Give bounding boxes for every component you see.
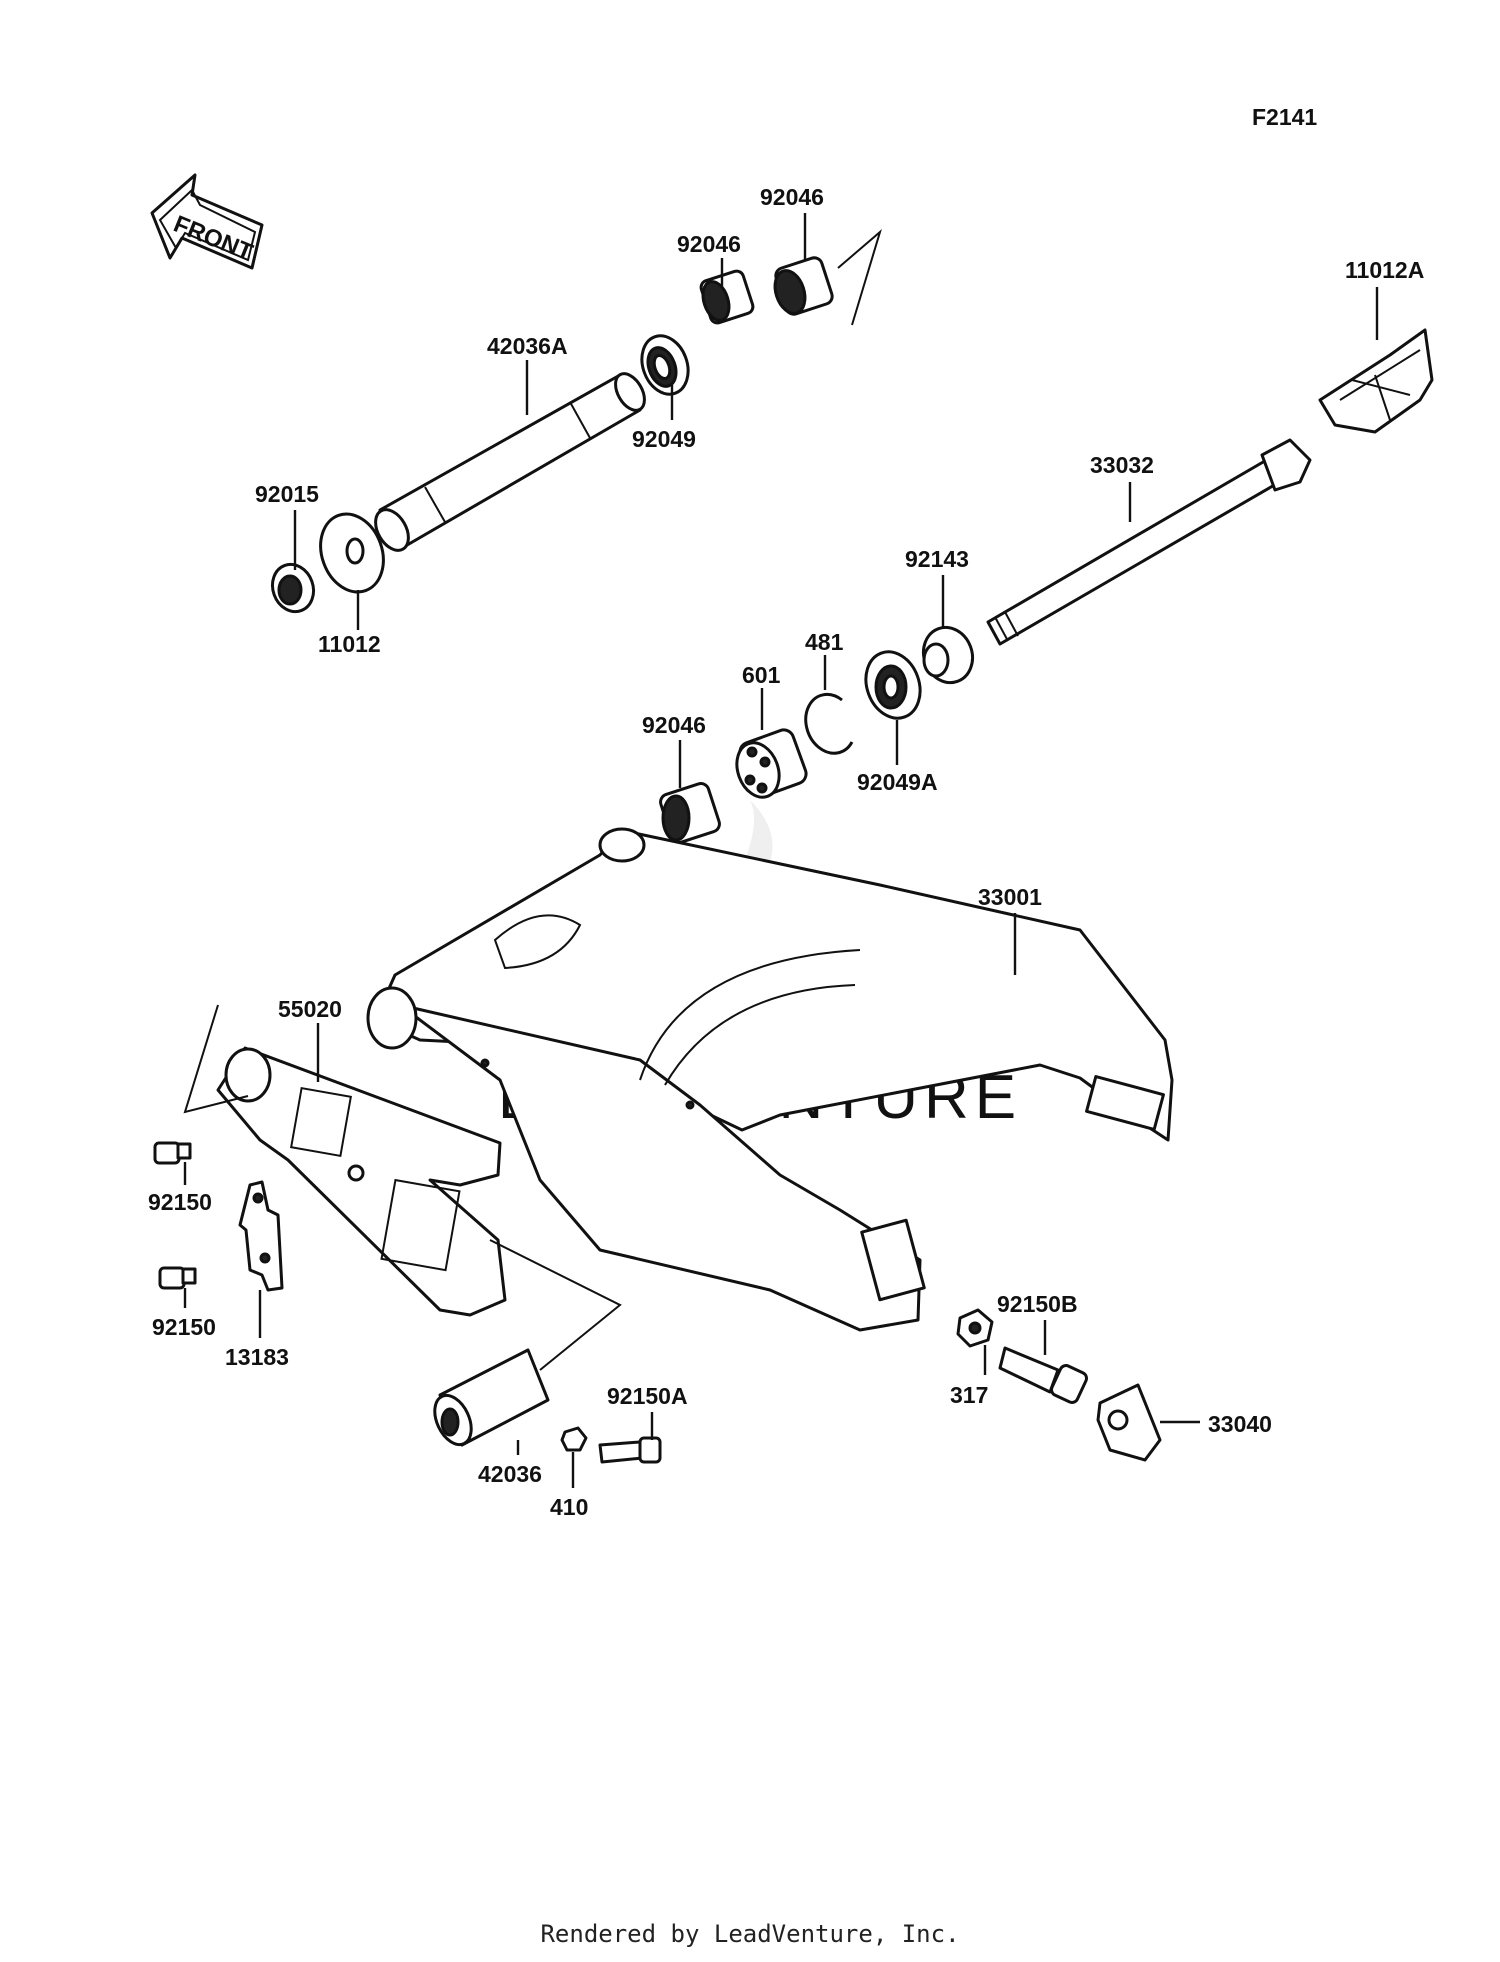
- part-92143-collar: [921, 625, 975, 685]
- part-601-bearing: [735, 728, 808, 799]
- label-92046-top: 92046: [760, 184, 824, 210]
- label-92150-b: 92150: [152, 1314, 216, 1340]
- label-92049: 92049: [632, 426, 696, 452]
- part-92049-seal: [640, 334, 690, 396]
- label-92143: 92143: [905, 546, 969, 572]
- figure-code: F2141: [1252, 104, 1317, 130]
- part-42036A-sleeve: [374, 372, 646, 552]
- part-410-nut: [560, 1426, 588, 1452]
- label-92046-mid: 92046: [677, 231, 741, 257]
- label-42036A: 42036A: [487, 333, 568, 359]
- label-33040: 33040: [1208, 1411, 1272, 1437]
- part-92046-mid: [699, 269, 755, 325]
- label-11012A: 11012A: [1345, 257, 1424, 283]
- part-33032-axle: [986, 438, 1312, 646]
- label-55020: 55020: [278, 996, 342, 1022]
- part-11012-washer: [319, 512, 385, 594]
- label-33001: 33001: [978, 884, 1042, 910]
- label-410: 410: [550, 1494, 588, 1520]
- label-92150B: 92150B: [997, 1291, 1078, 1317]
- label-481: 481: [805, 629, 844, 655]
- label-13183: 13183: [225, 1344, 289, 1370]
- part-55020-chain-guard: [183, 1004, 507, 1317]
- part-92150-bolt-b: [158, 1266, 197, 1290]
- part-33040-block: [1096, 1383, 1162, 1462]
- part-33001-swingarm: [366, 827, 1174, 1332]
- leader-lines: [183, 213, 1379, 1488]
- label-92046-low: 92046: [642, 712, 706, 738]
- label-92150-a: 92150: [148, 1189, 212, 1215]
- label-317: 317: [950, 1382, 988, 1408]
- part-92046-top: [773, 229, 882, 326]
- part-481-circlip: [804, 692, 854, 755]
- label-92150A: 92150A: [607, 1383, 688, 1409]
- part-317-nut: [956, 1308, 994, 1348]
- label-11012: 11012: [318, 631, 381, 657]
- label-601: 601: [742, 662, 781, 688]
- part-92049A-seal: [864, 650, 922, 720]
- label-92015: 92015: [255, 481, 319, 507]
- footer-credit: Rendered by LeadVenture, Inc.: [540, 1920, 960, 1948]
- part-92150-bolt-a: [153, 1141, 192, 1165]
- part-11012A-cap: [1318, 328, 1434, 434]
- part-92150B-bolt: [998, 1346, 1088, 1404]
- label-92049A: 92049A: [857, 769, 938, 795]
- label-33032: 33032: [1090, 452, 1154, 478]
- part-92015-nut: [270, 562, 316, 614]
- part-92150A-bolt: [598, 1436, 662, 1464]
- part-13183-plate: [238, 1180, 284, 1292]
- part-92046-low: [659, 782, 721, 844]
- part-42036-sleeve: [433, 1239, 622, 1447]
- front-arrow-icon: FRONT: [150, 173, 264, 270]
- label-42036: 42036: [478, 1461, 542, 1487]
